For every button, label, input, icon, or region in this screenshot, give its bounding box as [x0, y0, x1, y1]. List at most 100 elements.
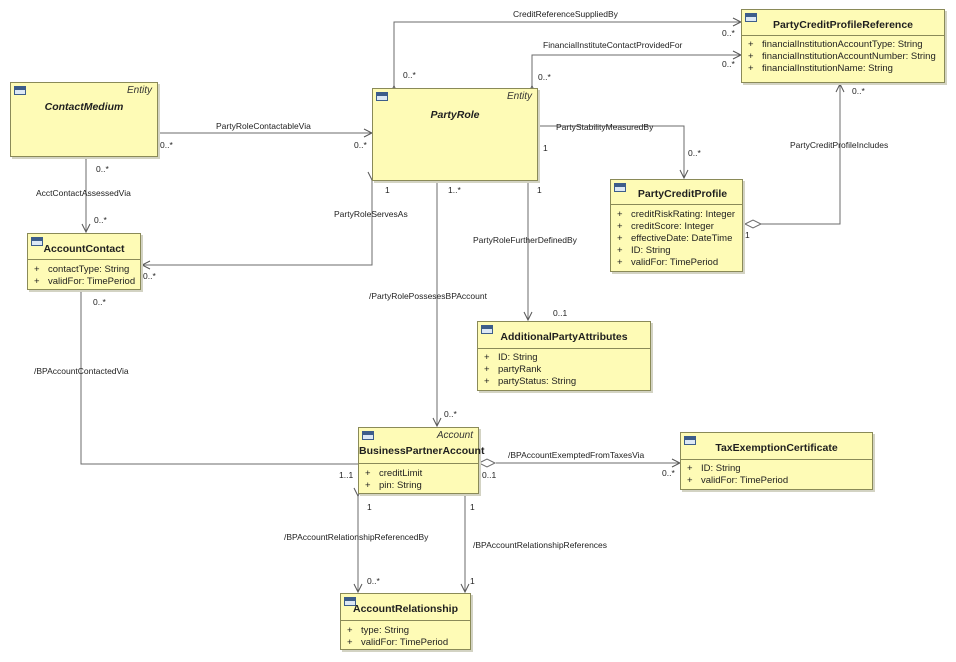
class-icon: [31, 237, 43, 246]
assoc-financial-institute-contact-provided-for[interactable]: [532, 55, 741, 86]
class-party-credit-profile[interactable]: PartyCreditProfile +creditRiskRating: In…: [610, 179, 743, 272]
stereotype-label: Entity: [126, 85, 152, 96]
multiplicity-label: 0..*: [852, 86, 865, 96]
attribute-list: +ID: String +partyRank +partyStatus: Str…: [484, 352, 648, 388]
class-business-partner-account[interactable]: Account BusinessPartnerAccount +creditLi…: [358, 427, 485, 494]
assoc-label: /BPAccountRelationshipReferences: [473, 540, 607, 550]
class-name: AccountContact: [43, 243, 125, 255]
assoc-label: AcctContactAssessedVia: [36, 188, 131, 198]
class-party-role[interactable]: Entity PartyRole: [372, 88, 538, 181]
attribute: +effectiveDate: DateTime: [617, 233, 733, 244]
multiplicity-label: 0..*: [354, 140, 367, 150]
assoc-label: PartyStabilityMeasuredBy: [556, 122, 654, 132]
attribute: +financialInstitutionAccountType: String: [748, 39, 923, 50]
class-party-credit-profile-reference[interactable]: PartyCreditProfileReference +financialIn…: [741, 9, 945, 83]
multiplicity-label: 0..*: [444, 409, 457, 419]
assoc-label: PartyRoleContactableVia: [216, 121, 311, 131]
assoc-label: FinancialInstituteContactProvidedFor: [543, 40, 683, 50]
assoc-bp-account-contacted-via[interactable]: [81, 292, 358, 465]
assoc-label: /BPAccountContactedVia: [34, 366, 129, 376]
assoc-party-stability-measured-by[interactable]: [538, 126, 684, 178]
attribute: +ID: String: [687, 463, 741, 474]
multiplicity-label: 1..*: [448, 185, 461, 195]
class-additional-party-attributes[interactable]: AdditionalPartyAttributes +ID: String +p…: [477, 321, 651, 391]
multiplicity-label: 0..*: [722, 28, 735, 38]
assoc-label: /PartyRolePossesesBPAccount: [369, 291, 488, 301]
attribute: +validFor: TimePeriod: [687, 475, 789, 486]
multiplicity-label: 0..*: [93, 297, 106, 307]
attribute-list: +ID: String +validFor: TimePeriod: [687, 463, 870, 487]
class-name: ContactMedium: [44, 101, 124, 113]
attribute: +validFor: TimePeriod: [34, 276, 136, 287]
class-name: PartyCreditProfileReference: [772, 19, 914, 31]
aggregation-diamond: [477, 458, 497, 468]
multiplicity-label: 1: [470, 502, 475, 512]
multiplicity-label: 1: [543, 143, 548, 153]
assoc-party-role-serves-as[interactable]: [142, 180, 372, 265]
class-name: TaxExemptionCertificate: [715, 442, 838, 454]
class-icon: [745, 13, 757, 22]
class-icon: [684, 436, 696, 445]
multiplicity-label: 1..1: [339, 470, 353, 480]
class-icon: [362, 431, 374, 440]
attribute: +partyStatus: String: [484, 376, 577, 387]
assoc-label: PartyCreditProfileIncludes: [790, 140, 888, 150]
multiplicity-label: 0..*: [367, 576, 380, 586]
class-icon: [14, 86, 26, 95]
multiplicity-label: 0..1: [482, 470, 496, 480]
assoc-label: /BPAccountRelationshipReferencedBy: [284, 532, 429, 542]
class-icon: [614, 183, 626, 192]
assoc-label: PartyRoleFurtherDefinedBy: [473, 235, 578, 245]
attribute-list: +contactType: String +validFor: TimePeri…: [34, 264, 138, 288]
attribute-list: +type: String +validFor: TimePeriod: [347, 625, 468, 649]
attribute: +type: String: [347, 625, 410, 636]
multiplicity-label: 0..*: [96, 164, 109, 174]
stereotype-label: Entity: [506, 91, 532, 102]
class-tax-exemption-certificate[interactable]: TaxExemptionCertificate +ID: String +val…: [680, 432, 873, 490]
multiplicity-label: 0..*: [662, 468, 675, 478]
multiplicity-label: 1: [385, 185, 390, 195]
assoc-label: PartyRoleServesAs: [334, 209, 408, 219]
attribute: +pin: String: [365, 480, 422, 491]
attribute: +ID: String: [617, 245, 671, 256]
multiplicity-label: 0..*: [143, 271, 156, 281]
attribute: +validFor: TimePeriod: [347, 637, 449, 648]
multiplicity-label: 0..*: [722, 59, 735, 69]
attribute: +creditRiskRating: Integer: [617, 209, 736, 220]
class-name: BusinessPartnerAccount: [359, 445, 485, 457]
class-icon: [344, 597, 356, 606]
multiplicity-label: 1: [367, 502, 372, 512]
aggregation-diamond: [743, 219, 763, 229]
attribute: +contactType: String: [34, 264, 130, 275]
class-contact-medium[interactable]: Entity ContactMedium: [10, 82, 158, 157]
multiplicity-label: 0..*: [94, 215, 107, 225]
assoc-credit-reference-supplied-by[interactable]: [394, 22, 741, 86]
stereotype-label: Account: [436, 430, 473, 441]
class-name: AccountRelationship: [352, 603, 458, 615]
class-name: PartyRole: [430, 109, 480, 121]
attribute: +partyRank: [484, 364, 542, 375]
class-name: PartyCreditProfile: [637, 188, 728, 200]
attribute: +financialInstitutionName: String: [748, 63, 893, 74]
attribute-list: +creditLimit +pin: String: [365, 468, 476, 492]
class-icon: [376, 92, 388, 101]
class-account-relationship[interactable]: AccountRelationship +type: String +valid…: [340, 593, 471, 650]
multiplicity-label: 0..*: [403, 70, 416, 80]
attribute: +ID: String: [484, 352, 538, 363]
assoc-label: CreditReferenceSuppliedBy: [513, 9, 619, 19]
assoc-label: /BPAccountExemptedFromTaxesVia: [508, 450, 644, 460]
class-name: AdditionalPartyAttributes: [500, 331, 628, 343]
attribute: +financialInstitutionAccountNumber: Stri…: [748, 51, 936, 62]
multiplicity-label: 1: [745, 230, 750, 240]
class-account-contact[interactable]: AccountContact +contactType: String +val…: [27, 233, 141, 290]
attribute-list: +financialInstitutionAccountType: String…: [748, 39, 942, 75]
attribute: +creditLimit: [365, 468, 423, 479]
multiplicity-label: 1: [470, 576, 475, 586]
multiplicity-label: 1: [537, 185, 542, 195]
multiplicity-label: 0..*: [160, 140, 173, 150]
multiplicity-label: 0..*: [538, 72, 551, 82]
class-icon: [481, 325, 493, 334]
assoc-party-credit-profile-includes[interactable]: [761, 84, 840, 225]
multiplicity-label: 0..*: [688, 148, 701, 158]
